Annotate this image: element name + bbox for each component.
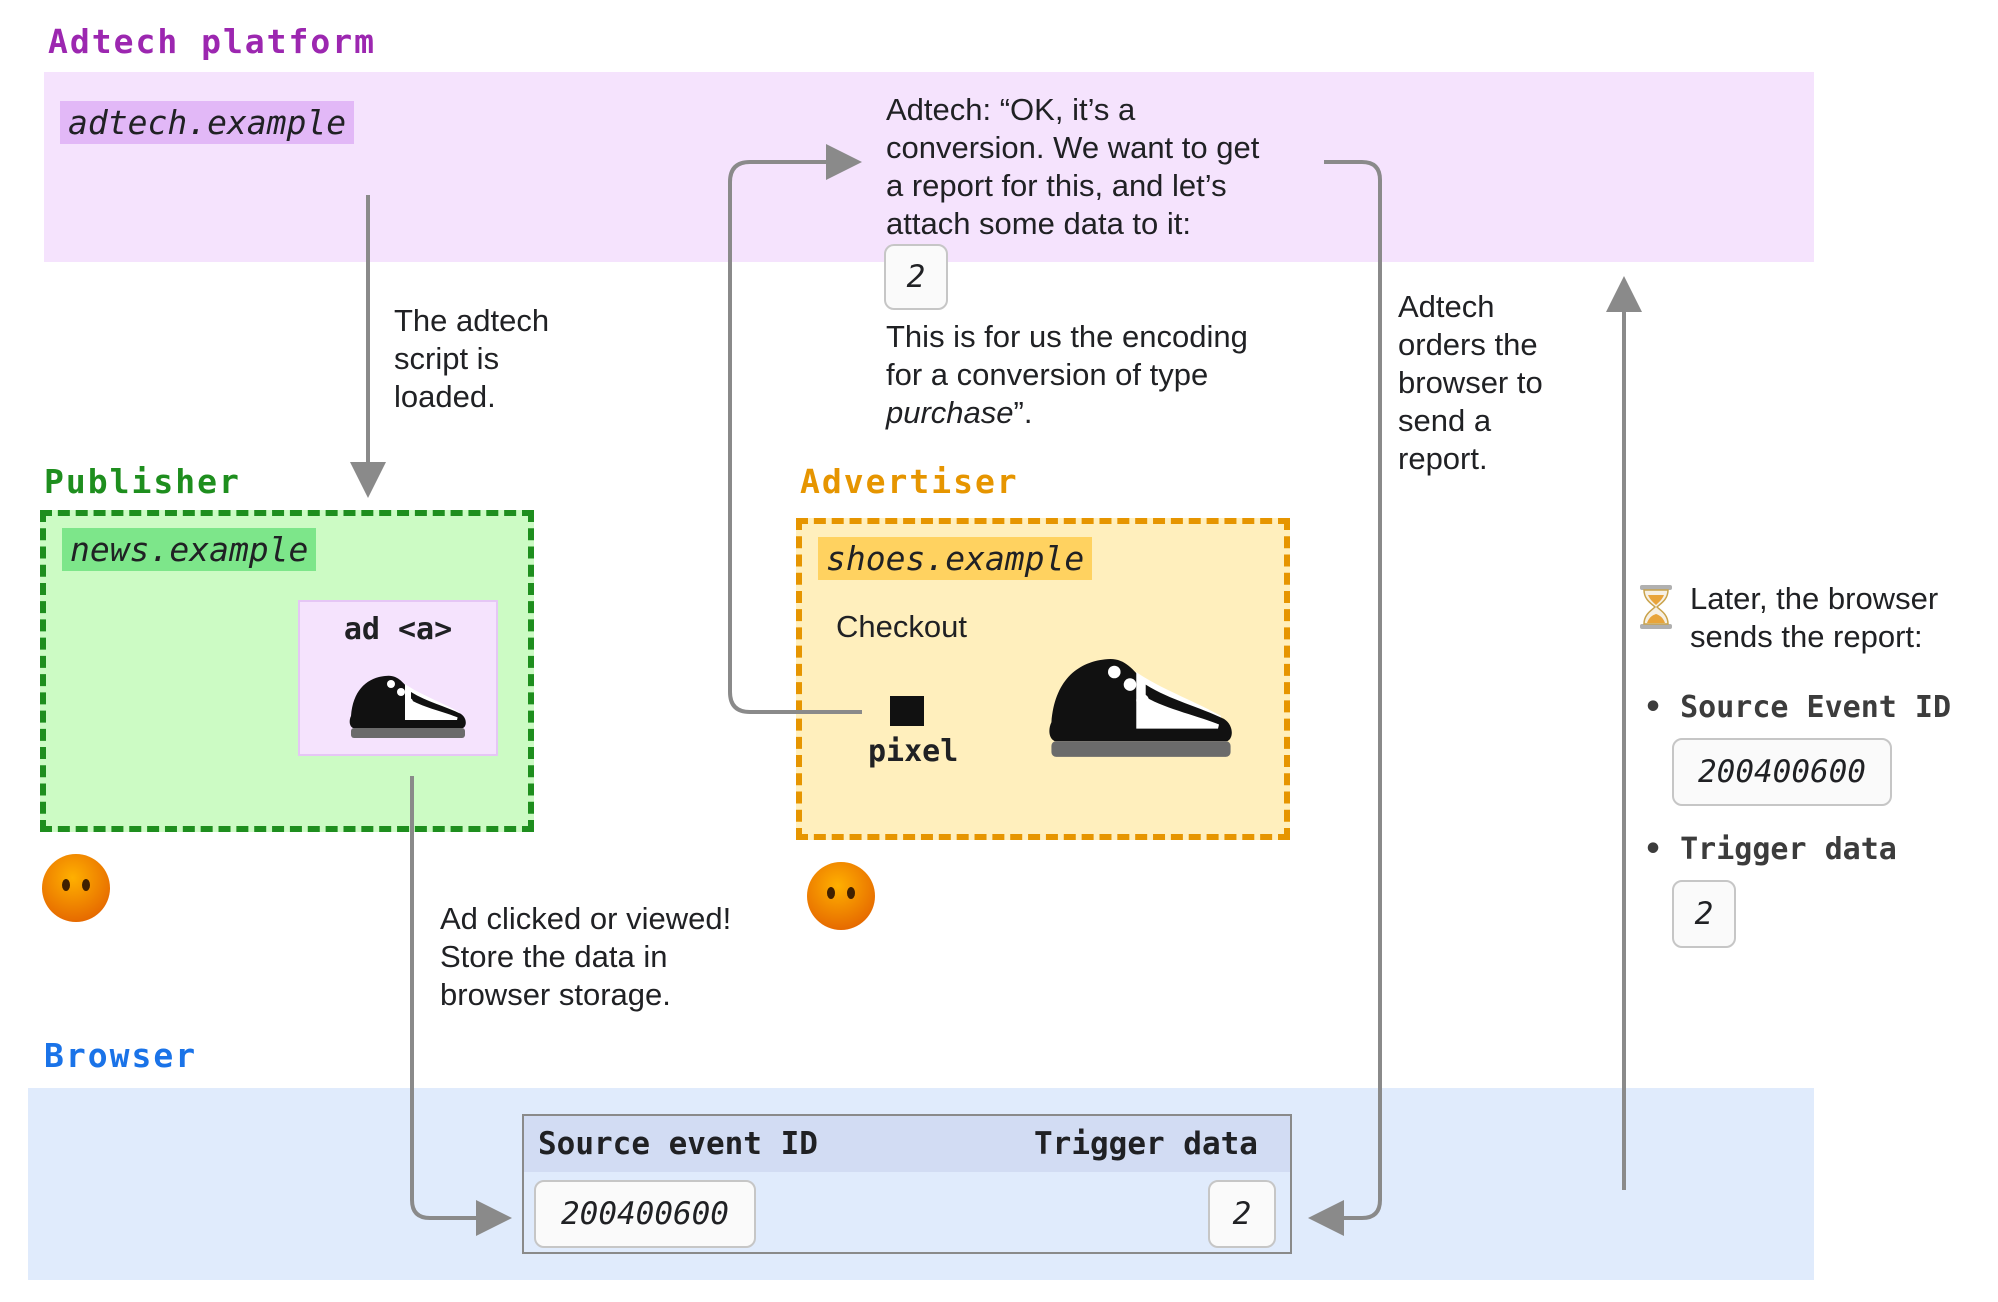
orders-note-line: send a bbox=[1398, 403, 1492, 438]
arrowhead bbox=[826, 144, 862, 180]
encoding-note-line: for a conversion of type bbox=[886, 357, 1209, 392]
hourglass-icon bbox=[1640, 585, 1672, 629]
source-event-id-cell: 200400600 bbox=[534, 1180, 756, 1248]
encoding-note-line: This is for us the encoding bbox=[886, 319, 1248, 354]
arrowhead bbox=[350, 462, 386, 498]
report-item-label: Trigger data bbox=[1680, 832, 1897, 867]
ad-note-line: Store the data in bbox=[440, 939, 668, 974]
ad-label: ad <a> bbox=[343, 612, 453, 647]
checkout-page-title: Checkout bbox=[836, 609, 967, 644]
browser-label: Browser bbox=[44, 1036, 198, 1075]
column-header-trigger-data: Trigger data bbox=[1034, 1126, 1258, 1162]
sneaker-icon bbox=[1049, 658, 1232, 757]
report-source-event-id-chip: 200400600 bbox=[1672, 738, 1892, 806]
script-note-line: loaded. bbox=[394, 379, 496, 414]
pixel-to-adtech-arrow bbox=[728, 160, 862, 714]
adtech-domain: adtech.example bbox=[60, 101, 355, 144]
adtech-to-browser-arrow bbox=[1324, 160, 1382, 1220]
advertiser-box bbox=[796, 518, 1290, 840]
orders-note-line: Adtech bbox=[1398, 289, 1495, 324]
script-loaded-note: The adtech script is loaded. bbox=[394, 302, 549, 416]
encoding-note-end: ”. bbox=[1013, 395, 1033, 430]
advertiser-domain: shoes.example bbox=[818, 537, 1093, 580]
bullet: • bbox=[1644, 690, 1681, 725]
orders-note-line: report. bbox=[1398, 441, 1488, 476]
adtech-trigger-data-chip: 2 bbox=[884, 244, 948, 310]
publisher-label: Publisher bbox=[44, 462, 241, 501]
report-trigger-data-chip: 2 bbox=[1672, 880, 1736, 948]
trigger-data-cell: 2 bbox=[1208, 1180, 1276, 1248]
ad-note-line: browser storage. bbox=[440, 977, 671, 1012]
adtech-note-line: conversion. We want to get bbox=[886, 130, 1260, 165]
report-item-source-event-id: • Source Event ID bbox=[1644, 690, 1951, 725]
orders-note-line: orders the bbox=[1398, 327, 1538, 362]
script-note-line: The adtech bbox=[394, 303, 550, 338]
publisher-domain: news.example bbox=[62, 528, 317, 571]
adtech-note-line: Adtech: “OK, it’s a bbox=[886, 92, 1136, 127]
script-note-line: script is bbox=[394, 341, 500, 376]
orders-note-line: browser to bbox=[1398, 365, 1543, 400]
tracking-pixel bbox=[890, 696, 924, 726]
pixel-label: pixel bbox=[868, 734, 959, 769]
arrowhead bbox=[1308, 1200, 1344, 1236]
report-intro-line: Later, the browser bbox=[1690, 581, 1939, 616]
encoding-note: This is for us the encoding for a conver… bbox=[886, 318, 1248, 432]
ad-click-arrow bbox=[410, 776, 478, 1220]
face-without-mouth-icon bbox=[42, 854, 110, 922]
report-item-trigger-data: • Trigger data bbox=[1644, 832, 1897, 867]
adtech-note: Adtech: “OK, it’s a conversion. We want … bbox=[886, 91, 1259, 243]
ad-clicked-note: Ad clicked or viewed! Store the data in … bbox=[440, 900, 731, 1014]
adtech-platform-label: Adtech platform bbox=[48, 22, 377, 61]
conversion-type: purchase bbox=[886, 395, 1014, 430]
column-header-source-event-id: Source event ID bbox=[538, 1126, 818, 1162]
adtech-note-line: attach some data to it: bbox=[886, 206, 1192, 241]
report-item-label: Source Event ID bbox=[1680, 690, 1952, 725]
sneaker-icon bbox=[349, 675, 466, 738]
bullet: • bbox=[1644, 832, 1681, 867]
arrowhead bbox=[476, 1200, 512, 1236]
table-header bbox=[524, 1116, 1290, 1172]
face-without-mouth-icon bbox=[807, 862, 875, 930]
adtech-orders-note: Adtech orders the browser to send a repo… bbox=[1398, 288, 1543, 478]
ad-note-line: Ad clicked or viewed! bbox=[440, 901, 732, 936]
arrowhead bbox=[1606, 276, 1642, 312]
report-intro-line: sends the report: bbox=[1690, 619, 1923, 654]
adtech-note-line: a report for this, and let’s bbox=[886, 168, 1227, 203]
report-intro: Later, the browser sends the report: bbox=[1690, 580, 1938, 656]
advertiser-label: Advertiser bbox=[800, 462, 1019, 501]
encoding-note-line: purchase”. bbox=[886, 394, 1248, 432]
